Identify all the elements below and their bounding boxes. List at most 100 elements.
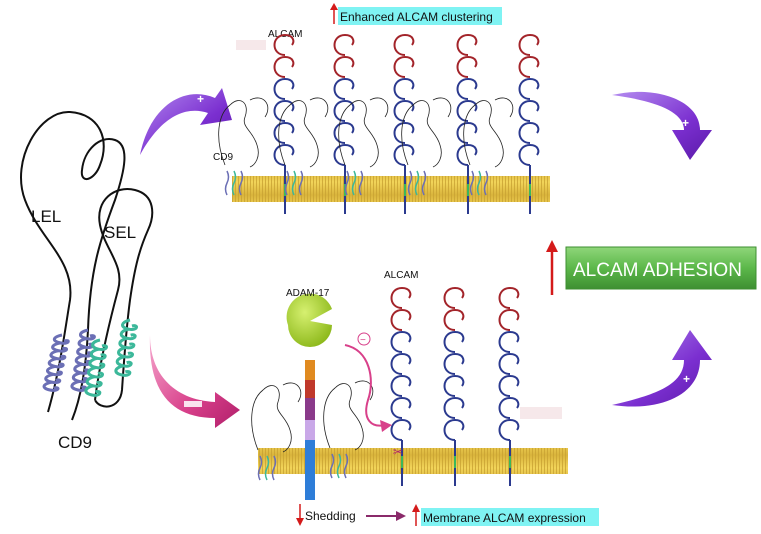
alcam-domain bbox=[498, 418, 520, 441]
alcam-domain bbox=[333, 121, 355, 144]
cd9-outline-loop bbox=[369, 97, 389, 118]
adam17-head bbox=[286, 293, 332, 347]
cd9-outline bbox=[278, 100, 319, 168]
alcam-domain bbox=[498, 308, 520, 331]
helix-turn bbox=[42, 380, 60, 392]
cd9-helix bbox=[344, 170, 350, 196]
cd9-helix bbox=[329, 453, 335, 479]
alcam-domain bbox=[390, 352, 412, 375]
helix-turn bbox=[85, 375, 103, 388]
alcam-domain bbox=[273, 77, 295, 100]
alcam-domain bbox=[393, 143, 415, 166]
alcam-domain bbox=[393, 33, 415, 56]
alcam-domain bbox=[498, 330, 520, 353]
top-alcam-group bbox=[218, 33, 540, 214]
alcam-domain bbox=[443, 374, 465, 397]
cd9-small bbox=[401, 97, 452, 196]
alcam-domain bbox=[273, 143, 295, 166]
expression-box bbox=[421, 508, 599, 526]
shedding-text: Shedding bbox=[305, 509, 356, 523]
cd9-helix bbox=[224, 170, 230, 196]
alcam-domain bbox=[498, 352, 520, 375]
alcam-domain bbox=[333, 77, 355, 100]
cd9-small bbox=[338, 97, 389, 196]
cd9-outline bbox=[323, 383, 364, 451]
top-membrane bbox=[232, 176, 550, 202]
cd9-outline bbox=[338, 100, 379, 168]
cd9-helix bbox=[351, 170, 357, 196]
helix-turn bbox=[121, 318, 138, 332]
alcam-domain bbox=[498, 286, 520, 309]
alcam-domain bbox=[390, 308, 412, 331]
cd9-outline bbox=[463, 100, 504, 168]
alcam-domain bbox=[456, 121, 478, 144]
bottom-alcam-label: ALCAM bbox=[384, 270, 418, 281]
alcam-molecule bbox=[518, 33, 540, 214]
alcam-domain bbox=[456, 77, 478, 100]
cd9-outline bbox=[218, 100, 259, 168]
cd9-outline-loop bbox=[282, 382, 302, 403]
helix-turn bbox=[52, 333, 70, 345]
alcam-domain bbox=[518, 99, 540, 122]
cd9-outline-loop bbox=[432, 97, 452, 118]
cd9-backbone-line bbox=[20, 110, 126, 421]
alcam-domain bbox=[393, 121, 415, 144]
bottom-right-plus: + bbox=[683, 372, 690, 386]
purple-arrow-bottom-right: + bbox=[612, 330, 712, 407]
cd9-outline-loop bbox=[249, 97, 269, 118]
adhesion-group: ALCAM ADHESION bbox=[546, 240, 757, 295]
alcam-domain bbox=[498, 374, 520, 397]
top-callout: Enhanced ALCAM clustering bbox=[330, 3, 502, 25]
cd9-helix bbox=[298, 170, 304, 196]
cd9-helix bbox=[284, 170, 290, 196]
cd9-helix bbox=[421, 170, 427, 196]
cd9-outline bbox=[401, 100, 442, 168]
alcam-domain bbox=[273, 33, 295, 56]
cd9-small bbox=[218, 97, 269, 196]
top-right-plus: + bbox=[682, 116, 689, 130]
cd9-label: CD9 bbox=[58, 433, 92, 452]
cd9-helix bbox=[469, 170, 475, 196]
lel-label: LEL bbox=[31, 207, 61, 226]
alcam-domain bbox=[518, 121, 540, 144]
alcam-domain bbox=[393, 99, 415, 122]
alcam-domain bbox=[333, 55, 355, 78]
inhibit-circle bbox=[357, 332, 371, 346]
alcam-domain bbox=[456, 33, 478, 56]
cd9-helix bbox=[358, 170, 364, 196]
cd9-helix bbox=[257, 455, 263, 481]
bottom-alcam-group bbox=[251, 286, 520, 486]
pink-arrow-bottom-left bbox=[149, 335, 240, 428]
adam17-protein: ADAM-17 − ✂ bbox=[286, 288, 403, 500]
helix-turn bbox=[49, 349, 67, 361]
alcam-molecule bbox=[443, 286, 465, 486]
cd9-helix bbox=[271, 455, 277, 481]
helix-turn bbox=[79, 328, 96, 341]
cd9-helix bbox=[238, 170, 244, 196]
alcam-molecule bbox=[456, 33, 478, 214]
cd9-left-structure: LEL SEL CD9 bbox=[20, 110, 154, 452]
alcam-domain bbox=[333, 143, 355, 166]
cd9-helix bbox=[343, 453, 349, 479]
cd9-helices bbox=[42, 318, 138, 397]
helix-turn bbox=[91, 338, 108, 352]
helix-turn bbox=[89, 347, 107, 361]
alcam-domain bbox=[273, 99, 295, 122]
cd9-small bbox=[278, 97, 329, 196]
alcam-domain bbox=[443, 418, 465, 441]
faint-box-2 bbox=[520, 407, 562, 419]
inhibit-arrow bbox=[344, 344, 386, 427]
cd9-helix bbox=[476, 170, 482, 196]
alcam-domain bbox=[443, 308, 465, 331]
top-arrow-plus: + bbox=[197, 92, 204, 106]
cd9-helix bbox=[414, 170, 420, 196]
bottom-membrane bbox=[258, 448, 568, 474]
alcam-molecule bbox=[393, 33, 415, 214]
cd9-small bbox=[323, 380, 374, 479]
cd9-helix bbox=[231, 170, 237, 196]
cd9-small bbox=[463, 97, 514, 196]
alcam-molecule bbox=[390, 286, 412, 486]
alcam-domain bbox=[443, 330, 465, 353]
top-cd9-label: CD9 bbox=[213, 152, 233, 163]
faint-box bbox=[236, 40, 266, 50]
